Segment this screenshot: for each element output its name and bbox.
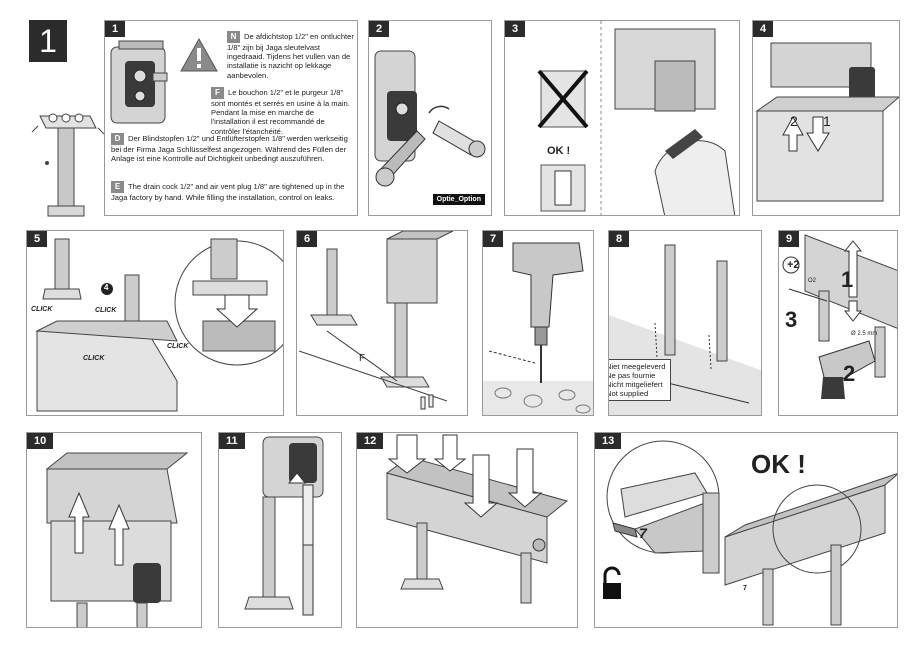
click-label: CLICK <box>167 343 189 350</box>
not-supplied-nl: Niet meegeleverd <box>608 362 666 371</box>
step-4-panel: 4 2 1 <box>752 20 900 216</box>
not-supplied-box: Niet meegeleverd Ne pas fournie Nicht mi… <box>608 359 671 401</box>
ok-label: OK ! <box>751 449 806 479</box>
instruction-fr: Le bouchon 1/2" et le purgeur 1/8" sont … <box>211 88 350 136</box>
step-number: 4 <box>753 21 774 37</box>
step-11-panel: 11 <box>218 432 342 628</box>
step-2-panel: 2 Optie_Option <box>368 20 492 216</box>
step-number: 6 <box>297 231 318 247</box>
instruction-nl: De afdichtstop 1/2" en ontluchter 1/8" z… <box>227 32 354 80</box>
step-number: 8 <box>609 231 630 247</box>
ok-label: OK ! <box>547 145 571 157</box>
step-7-panel: 7 <box>482 230 594 416</box>
step-13-panel: 13 OK ! 7 7 <box>594 432 898 628</box>
page-number: 1 <box>29 20 67 62</box>
option-tag: Optie_Option <box>432 194 485 205</box>
click-label: CLICK <box>31 306 53 313</box>
insert-radiator-illustration <box>755 42 899 202</box>
place-cover-illustration <box>385 434 569 604</box>
not-supplied-fr: Ne pas fournie <box>608 371 656 380</box>
click-label: CLICK <box>83 355 105 362</box>
step-number: 9 <box>779 231 800 247</box>
arrow-label-2: 2 <box>790 113 798 129</box>
step-8-panel: 8 Niet meegeleverd Ne pas fournie Nicht … <box>608 230 762 416</box>
wrench-valve-illustration <box>374 50 486 187</box>
step-number: 13 <box>595 433 622 449</box>
instruction-en: The drain cock 1/2" and air vent plug 1/… <box>111 182 345 202</box>
step-10-panel: 10 <box>26 432 202 628</box>
step-12-panel: 12 <box>356 432 578 628</box>
not-supplied-en: Not supplied <box>608 389 649 398</box>
arrow-number-2: 2 <box>843 361 856 386</box>
step-number: 7 <box>483 231 504 247</box>
click-fit-illustration <box>35 238 283 412</box>
step-number: 1 <box>105 21 126 37</box>
step-label-plus-2: +2 <box>787 259 800 271</box>
lift-cover-illustration <box>45 452 189 627</box>
tool-label: 7 <box>639 525 647 541</box>
step-number: 5 <box>27 231 48 247</box>
click-label: CLICK <box>95 307 117 314</box>
drill-illustration <box>483 242 593 415</box>
arrow-number-1: 1 <box>841 267 854 292</box>
warning-triangle-icon <box>180 37 218 72</box>
vent-check-illustration <box>537 21 736 215</box>
step-number: 10 <box>27 433 54 449</box>
not-supplied-de: Nicht mitgeliefert <box>608 380 663 389</box>
step-5-panel: 5 4 CLICK CLICK CLICK CLICK <box>26 230 284 416</box>
small-tool-label: 7 <box>743 585 747 592</box>
final-check-illustration <box>603 440 897 626</box>
radiator-valve-illustration <box>110 40 168 124</box>
step-number: 2 <box>369 21 390 37</box>
lang-code-nl: N <box>227 31 240 43</box>
drill-size-label: Ø 2.5 mm <box>851 331 878 337</box>
oring-label: O2 <box>808 278 817 284</box>
step-number: 3 <box>505 21 526 37</box>
fixing-illustration <box>782 234 897 399</box>
circle-number: 4 <box>104 283 109 292</box>
lang-code-en: E <box>111 181 124 193</box>
step-6-panel: 6 F <box>296 230 468 416</box>
step-number: 12 <box>357 433 384 449</box>
spacing-illustration <box>298 231 454 410</box>
arrow-number-3: 3 <box>785 307 798 332</box>
instruction-de: Der Blindstopfen 1/2" und Entlüfterstopf… <box>111 134 348 164</box>
pipe-connection-illustration <box>244 436 324 616</box>
arrow-label-1: 1 <box>823 113 831 129</box>
step-3-panel: 3 OK ! <box>504 20 740 216</box>
wall-bracket-illustration <box>31 113 105 217</box>
step-9-panel: 9 +2 O2 1 3 Ø 2.5 mm 2 <box>778 230 898 416</box>
dimension-label: F <box>359 353 366 364</box>
lang-code-de: D <box>111 133 124 145</box>
lang-code-fr: F <box>211 87 224 99</box>
step-number: 11 <box>219 433 245 449</box>
